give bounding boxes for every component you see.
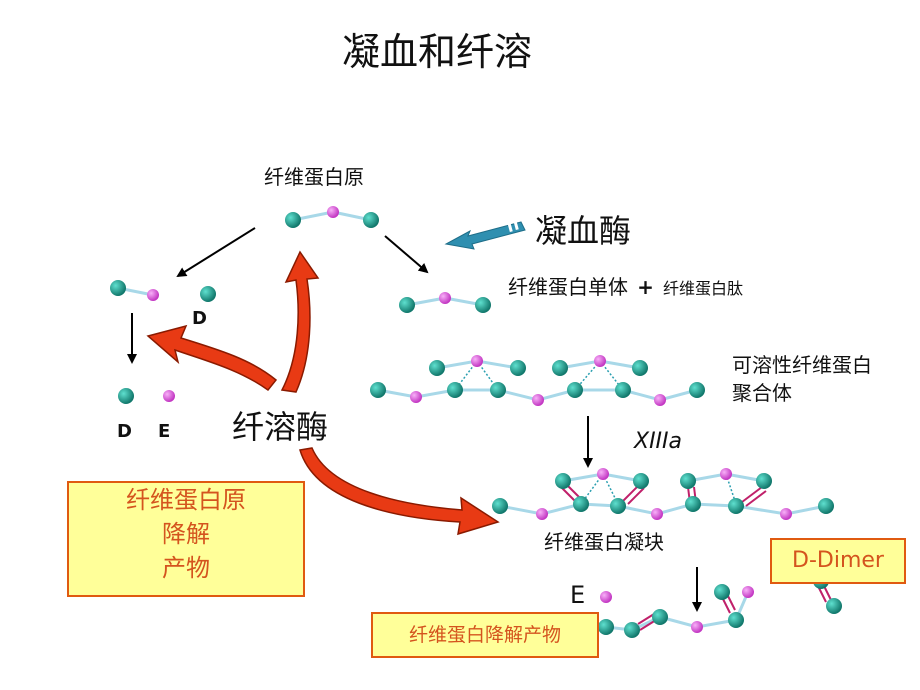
fdp-line2: 降解 <box>162 520 210 548</box>
plasmin-arrow-to-left <box>146 324 278 392</box>
fragment-x <box>110 280 216 302</box>
label-fibrin-clot: 纤维蛋白凝块 <box>544 530 664 554</box>
arrow-fibrinogen-to-left <box>176 227 256 278</box>
fragments-d-e <box>118 388 175 404</box>
page-title: 凝血和纤溶 <box>342 30 533 74</box>
plus-sign: + <box>637 275 654 299</box>
label-soluble-polymer-2: 聚合体 <box>732 381 792 405</box>
label-thrombin: 凝血酶 <box>535 212 632 250</box>
plasmin-arrow-to-clot <box>299 447 500 536</box>
plasmin-arrows <box>146 250 500 536</box>
fibrin-monomer <box>399 292 491 313</box>
label-e-bottom: E <box>158 421 171 442</box>
molecules <box>110 206 842 638</box>
fibrin-monomer-text: 纤维蛋白单体 <box>508 275 628 299</box>
crosslinked-fibrin-clot <box>492 468 834 520</box>
fibrinogen-molecule <box>285 206 379 228</box>
fdp-line1: 纤维蛋白原 <box>126 486 246 514</box>
soluble-fibrin-polymer <box>370 355 705 406</box>
arrow-fibrinogen-to-monomer <box>384 235 429 274</box>
label-d-top: D <box>192 308 207 329</box>
thrombin-arrow-icon <box>444 215 526 250</box>
fdp-line3: 产物 <box>162 554 210 582</box>
fdp-box: 纤维蛋白原 降解 产物 <box>67 481 305 597</box>
reaction-arrows <box>127 227 702 612</box>
fibrinopeptide-text: 纤维蛋白肽 <box>662 279 743 298</box>
label-e-lower: E <box>570 581 586 609</box>
degradation-products <box>598 584 754 638</box>
label-d-bottom: D <box>117 421 132 442</box>
fibrin-degradation-products-box: 纤维蛋白降解产物 <box>371 612 599 658</box>
label-plasmin: 纤溶酶 <box>232 408 329 446</box>
d-dimer-box: D-Dimer <box>770 538 906 584</box>
label-soluble-polymer-1: 可溶性纤维蛋白 <box>732 353 872 377</box>
label-fibrinogen: 纤维蛋白原 <box>264 165 364 189</box>
label-factor-xiiia: XIIIa <box>634 429 683 454</box>
label-fibrin-monomer: 纤维蛋白单体 + 纤维蛋白肽 <box>508 276 743 298</box>
plasmin-arrow-to-fibrinogen <box>280 250 320 393</box>
